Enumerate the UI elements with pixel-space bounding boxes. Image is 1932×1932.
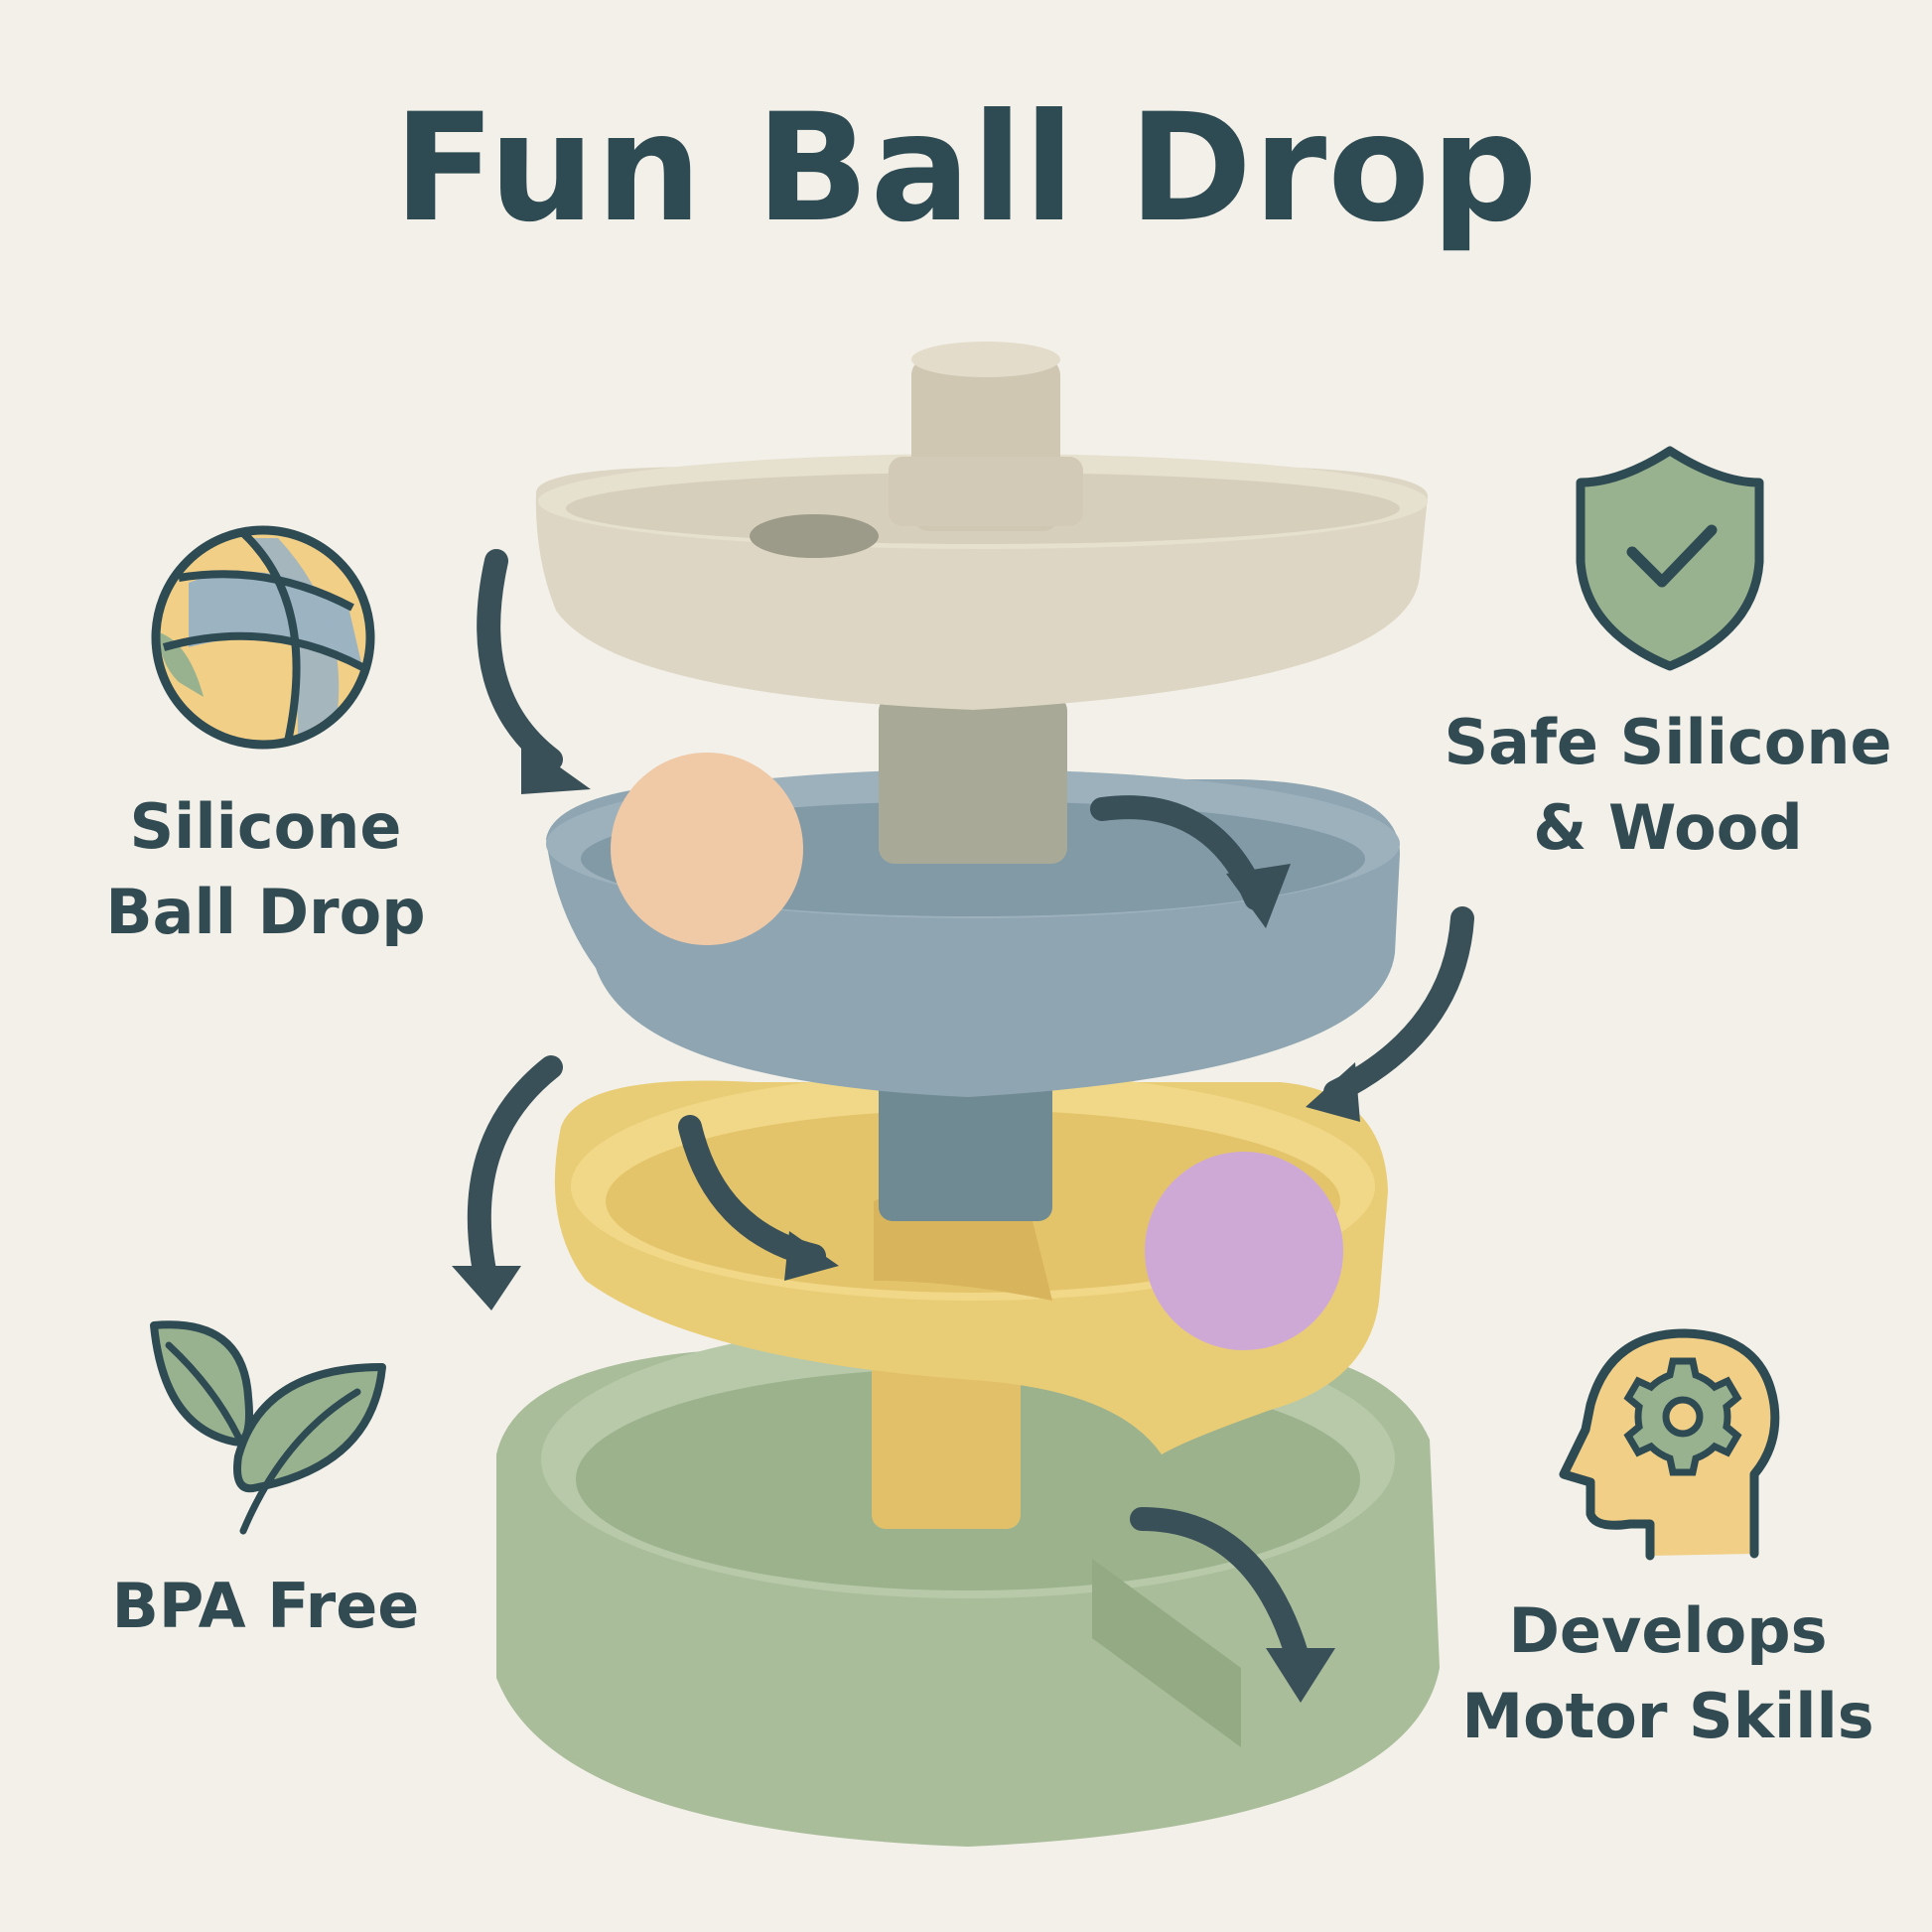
ball-peach: [611, 753, 803, 945]
ball-lilac: [1145, 1152, 1343, 1350]
top-tier-beige: [535, 342, 1428, 710]
arrow-right-side: [1323, 906, 1474, 1104]
feature-safe-material-label: Safe Silicone & Wood: [1430, 700, 1906, 870]
page-title: Fun Ball Drop: [393, 82, 1539, 255]
feature-safe-material-line2: & Wood: [1533, 790, 1803, 864]
feature-safe-material-line1: Safe Silicone: [1444, 706, 1892, 778]
arrow-left-side: [467, 1055, 563, 1293]
shield-check-icon: [1576, 446, 1764, 671]
arrow-base-right: [1130, 1507, 1312, 1680]
feature-motor-skills-line1: Develops: [1508, 1594, 1828, 1667]
feature-motor-skills-line2: Motor Skills: [1461, 1679, 1874, 1752]
arrow-top-left: [477, 549, 563, 771]
arrow-heads: [452, 740, 1360, 1703]
feature-bpa-free-label: BPA Free: [94, 1564, 437, 1649]
feature-bpa-free-line1: BPA Free: [111, 1570, 420, 1642]
feature-ball-drop-line2: Ball Drop: [105, 875, 426, 948]
post-blue: [879, 1072, 1052, 1221]
feature-ball-drop-label: Silicone Ball Drop: [89, 784, 442, 954]
leaves-icon: [150, 1320, 386, 1535]
feature-motor-skills-label: Develops Motor Skills: [1449, 1588, 1886, 1758]
feature-ball-drop-line1: Silicone: [129, 790, 402, 863]
head-gear-icon: [1559, 1328, 1780, 1561]
post-beige: [879, 695, 1067, 864]
ball-icon: [151, 525, 375, 750]
